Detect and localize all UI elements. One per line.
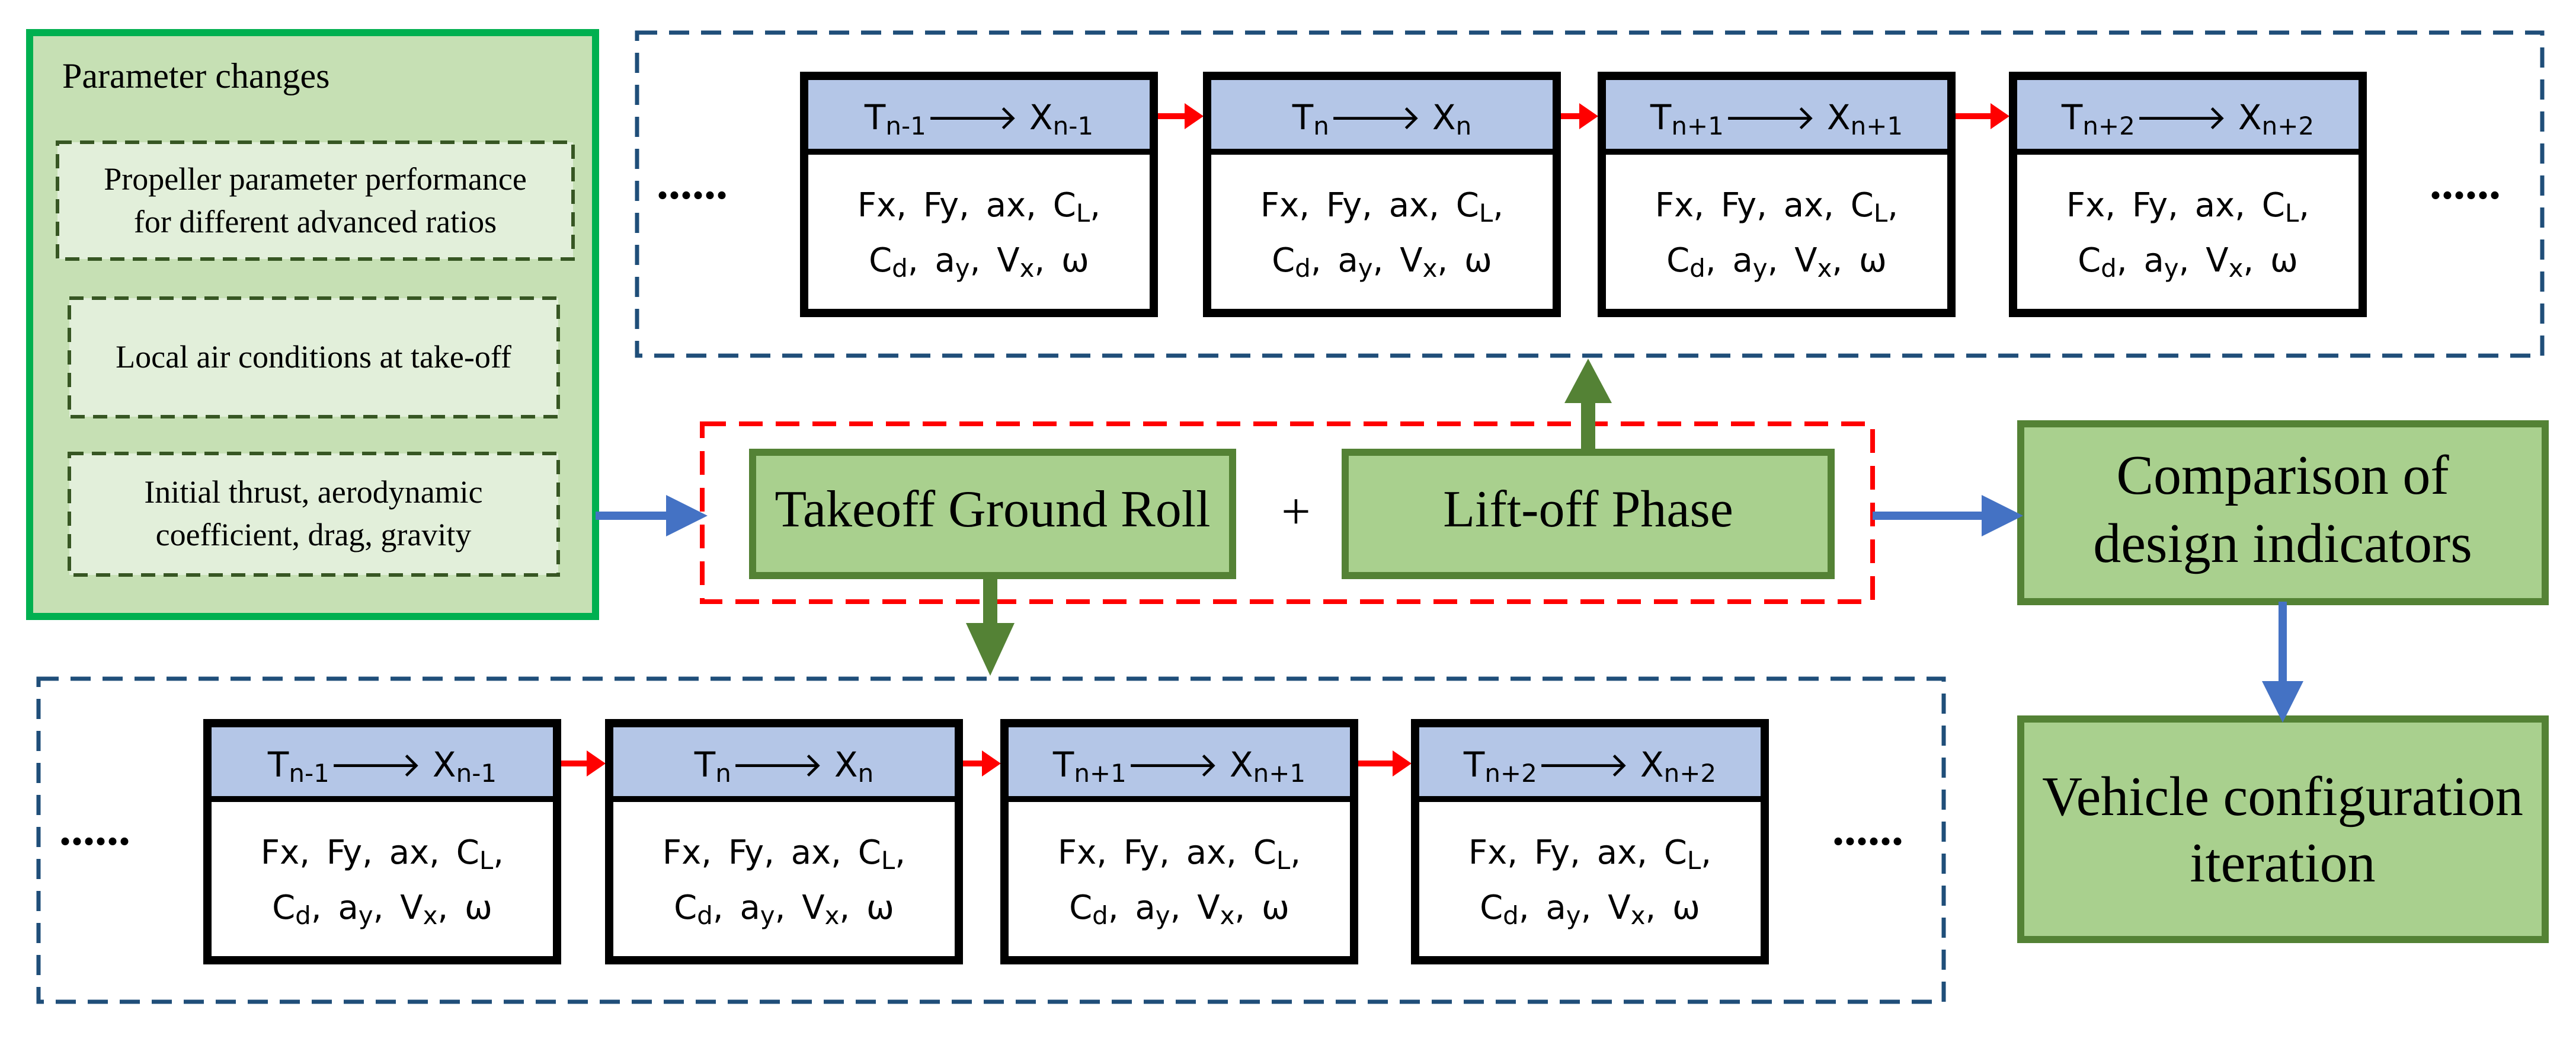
groundroll-step-vars-line2: Cd, ay, Vx, ω <box>1480 889 1700 930</box>
liftoff-step-header: Tn🡒 Xn <box>1292 97 1471 140</box>
parameter-item-propeller-line2: for different advanced ratios <box>134 204 497 239</box>
phase-plus-sign: + <box>1281 483 1311 541</box>
liftoff-step-header: Tn+1🡒 Xn+1 <box>1650 97 1903 140</box>
groundroll-step-arrow <box>1358 750 1412 777</box>
liftoff-to-steps-arrow <box>1564 359 1612 452</box>
liftoff-step-arrow <box>1561 103 1598 129</box>
groundroll-step-vars-line2: Cd, ay, Vx, ω <box>674 889 894 930</box>
groundroll-step-arrow <box>963 750 1001 777</box>
liftoff-step-box: Tn-1🡒 Xn-1Fx, Fy, ax, CL, Cd, ay, Vx, ω <box>800 72 1158 317</box>
liftoff-step-header: Tn+2🡒 Xn+2 <box>2061 97 2314 140</box>
liftoff-steps-ellipsis-right: ...... <box>2430 157 2501 209</box>
liftoff-step-header: Tn-1🡒 Xn-1 <box>864 97 1093 140</box>
liftoff-step-vars-line1: Fx, Fy, ax, CL, <box>1260 186 1503 228</box>
groundroll-step-vars-line1: Fx, Fy, ax, CL, <box>663 833 905 875</box>
liftoff-steps-container <box>635 30 2545 358</box>
parameter-item-air-conditions-line1: Local air conditions at take-off <box>116 339 511 375</box>
liftoff-step-vars-line2: Cd, ay, Vx, ω <box>1666 241 1887 283</box>
groundroll-step-header: Tn🡒 Xn <box>694 745 873 788</box>
parameter-panel-title: Parameter changes <box>62 56 329 95</box>
ground-roll-box <box>749 449 1236 579</box>
comparison-line1: Comparison of <box>2116 445 2449 506</box>
liftoff-step-box: Tn+1🡒 Xn+1Fx, Fy, ax, CL, Cd, ay, Vx, ω <box>1598 72 1956 317</box>
iteration-line1: Vehicle configuration <box>2042 766 2523 827</box>
iteration-box <box>2017 715 2549 943</box>
liftoff-step-vars-line2: Cd, ay, Vx, ω <box>1272 241 1492 283</box>
parameter-item-propeller-line1: Propeller parameter performance <box>104 161 527 197</box>
groundroll-steps-ellipsis-right: ...... <box>1832 803 1903 855</box>
liftoff-step-arrow <box>1956 103 2009 129</box>
groundroll-step-vars-line2: Cd, ay, Vx, ω <box>272 889 492 930</box>
liftoff-step-box: Tn+2🡒 Xn+2Fx, Fy, ax, CL, Cd, ay, Vx, ω <box>2009 72 2367 317</box>
groundroll-step-vars-line2: Cd, ay, Vx, ω <box>1069 889 1289 930</box>
lift-off-label: Lift-off Phase <box>1443 481 1733 538</box>
liftoff-step-box: Tn🡒 Xn Fx, Fy, ax, CL, Cd, ay, Vx, ω <box>1203 72 1561 317</box>
groundroll-step-vars-line1: Fx, Fy, ax, CL, <box>261 833 504 875</box>
liftoff-step-row: Tn-1🡒 Xn-1Fx, Fy, ax, CL,Cd, ay, Vx, ωTn… <box>800 72 2367 317</box>
liftoff-step-vars-line1: Fx, Fy, ax, CL, <box>1655 186 1898 228</box>
groundroll-step-vars-line1: Fx, Fy, ax, CL, <box>1058 833 1301 875</box>
groundroll-step-box: Tn🡒 Xn Fx, Fy, ax, CL, Cd, ay, Vx, ω <box>605 719 963 964</box>
liftoff-step-vars-line1: Fx, Fy, ax, CL, <box>2066 186 2309 228</box>
groundroll-steps-ellipsis-left: ...... <box>59 803 130 855</box>
parameter-item-forces <box>68 452 560 577</box>
groundroll-step-box: Tn+2🡒 Xn+2Fx, Fy, ax, CL, Cd, ay, Vx, ω <box>1411 719 1769 964</box>
groundroll-step-box: Tn-1🡒 Xn-1Fx, Fy, ax, CL, Cd, ay, Vx, ω <box>203 719 561 964</box>
groundroll-step-vars-line1: Fx, Fy, ax, CL, <box>1468 833 1711 875</box>
liftoff-step-vars-line2: Cd, ay, Vx, ω <box>2078 241 2298 283</box>
groundroll-step-header: Tn+2🡒 Xn+2 <box>1463 745 1716 788</box>
liftoff-step-vars-line2: Cd, ay, Vx, ω <box>869 241 1089 283</box>
iteration-line2: iteration <box>2190 832 2375 894</box>
groundroll-step-header: Tn-1🡒 Xn-1 <box>267 745 497 788</box>
comparison-line2: design indicators <box>2093 513 2472 574</box>
groundroll-to-steps-arrow <box>966 576 1015 676</box>
parameter-item-forces-line2: coefficient, drag, gravity <box>156 517 472 552</box>
liftoff-step-arrow <box>1158 103 1204 129</box>
parameter-item-air-conditions <box>68 296 560 418</box>
ground-roll-label: Takeoff Ground Roll <box>775 481 1210 538</box>
groundroll-step-arrow <box>561 750 606 777</box>
groundroll-step-box: Tn+1🡒 Xn+1Fx, Fy, ax, CL, Cd, ay, Vx, ω <box>1000 719 1358 964</box>
parameter-item-forces-line1: Initial thrust, aerodynamic <box>144 474 482 510</box>
groundroll-step-row: Tn-1🡒 Xn-1Fx, Fy, ax, CL,Cd, ay, Vx, ωTn… <box>203 719 1769 964</box>
comparison-box <box>2017 420 2549 605</box>
parameter-item-propeller <box>56 140 575 261</box>
liftoff-step-vars-line1: Fx, Fy, ax, CL, <box>857 186 1100 228</box>
liftoff-steps-ellipsis-left: ...... <box>657 157 728 209</box>
groundroll-step-header: Tn+1🡒 Xn+1 <box>1052 745 1305 788</box>
groundroll-steps-container <box>36 676 1946 1004</box>
